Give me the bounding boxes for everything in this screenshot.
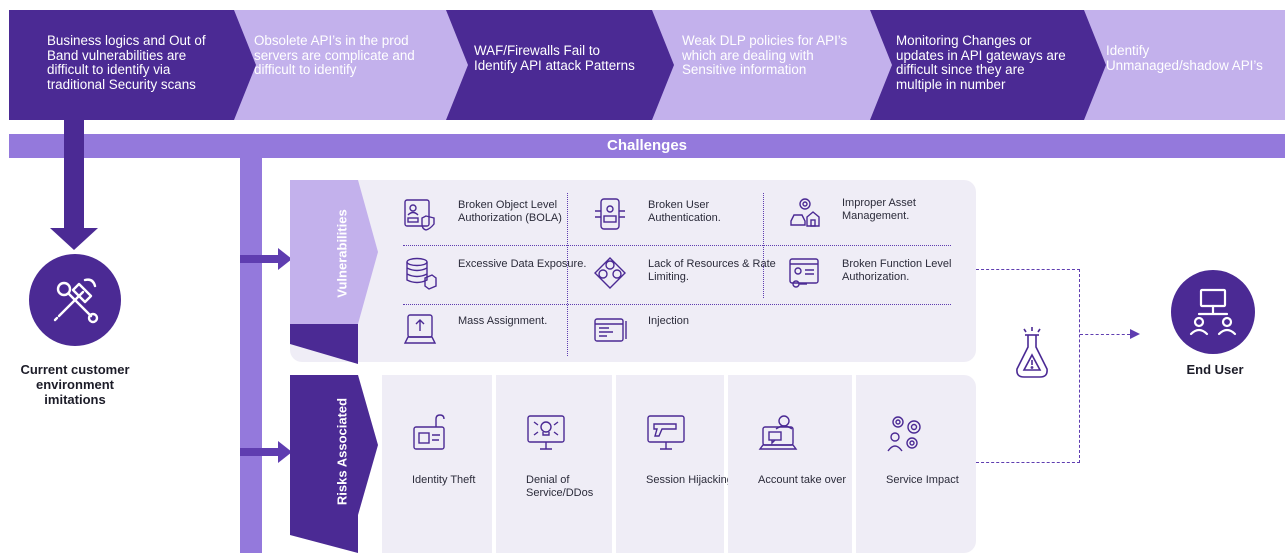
vulnerability-asset-management: Improper Asset Management. (787, 195, 977, 245)
vulnerability-user-auth: Broken User Authentication. (593, 197, 783, 247)
challenge-text-1: Business logics and Out of Band vulnerab… (47, 33, 206, 92)
down-arrow-head (50, 228, 98, 250)
code-window-icon (594, 318, 627, 342)
grid-line-v1 (567, 193, 568, 356)
challenge-text-6: Identify Unmanaged/shadow API’s (1106, 43, 1263, 73)
risk-account-takeover: Account take over (728, 375, 852, 553)
dashed-connector-out (1080, 334, 1130, 335)
vulnerability-mass-assignment: Mass Assignment. (403, 313, 593, 363)
vulnerabilities-title: Vulnerabilities (334, 209, 350, 298)
gear-car-house-icon (790, 198, 820, 227)
challenge-text-4: Weak DLP policies for API’s which are de… (682, 33, 848, 77)
vulnerability-rate-limiting: Lack of Resources & Rate Limiting. (593, 256, 783, 306)
grid-line-h1 (403, 245, 951, 246)
id-badge-hook-icon (413, 414, 445, 450)
arrow-to-vulnerabilities (240, 255, 278, 263)
vulnerabilities-ribbon (290, 180, 378, 364)
challenge-box-6: Identify Unmanaged/shadow API’s (1084, 10, 1285, 120)
end-user-label: End User (1186, 362, 1244, 377)
dashed-connector-bottom (976, 462, 1080, 463)
customer-environment-node (29, 254, 121, 346)
resources-money-icon (594, 257, 626, 289)
dashed-connector-vertical (1079, 269, 1080, 463)
monitor-gun-icon (647, 415, 685, 450)
vulnerability-injection: Injection (593, 313, 783, 363)
challenge-box-1: Business logics and Out of Band vulnerab… (9, 10, 256, 120)
arrow-head-risks (278, 441, 292, 463)
gears-user-icon (887, 416, 921, 452)
network-users-icon (1189, 288, 1237, 336)
vulnerability-function-auth: Broken Function Level Authorization. (787, 256, 977, 306)
grid-line-v2 (763, 193, 764, 298)
database-box-icon (406, 257, 437, 290)
browser-key-icon (789, 258, 819, 288)
vulnerability-data-exposure: Excessive Data Exposure. (403, 256, 593, 306)
grid-line-h2 (403, 304, 951, 305)
challenges-bar: Challenges (9, 134, 1285, 158)
challenge-box-5: Monitoring Changes or updates in API gat… (870, 10, 1106, 120)
laptop-hacker-icon (758, 415, 798, 450)
flask-warning-icon (1016, 327, 1048, 378)
challenge-text-3: WAF/Firewalls Fail to Identify API attac… (474, 43, 635, 73)
vulnerability-bola: Broken Object Level Authorization (BOLA) (403, 197, 593, 247)
risk-label: Identity Theft (412, 474, 476, 486)
vulnerability-label: Broken User Authentication. (648, 199, 721, 224)
risk-label: Session Hijacking (646, 474, 733, 486)
risks-ribbon (290, 375, 378, 553)
vulnerability-label: Injection (648, 315, 689, 327)
vulnerability-label: Broken Function Level Authorization. (842, 258, 952, 283)
dashed-connector-top (976, 269, 1080, 270)
challenge-box-4: Weak DLP policies for API’s which are de… (652, 10, 892, 120)
id-card-shield-icon (404, 199, 435, 231)
risk-label: Account take over (758, 474, 847, 486)
challenge-text-2: Obsolete API’s in the prod servers are c… (254, 33, 415, 77)
vulnerability-label: Excessive Data Exposure. (458, 258, 587, 270)
arrow-to-risks (240, 448, 278, 456)
vulnerability-label: Lack of Resources & Rate Limiting. (648, 258, 776, 283)
hammer-wrench-icon (53, 278, 99, 324)
risk-identity-theft: Identity Theft (382, 375, 492, 553)
dashed-arrow-head (1130, 329, 1140, 339)
challenge-text-5: Monitoring Changes or updates in API gat… (896, 33, 1066, 92)
challenge-box-3: WAF/Firewalls Fail to Identify API attac… (446, 10, 674, 120)
vulnerability-label: Broken Object Level Authorization (BOLA) (458, 199, 562, 224)
end-user-node (1171, 270, 1255, 354)
risk-ddos: Denial of Service/DDos (496, 375, 612, 553)
risk-session-hijacking: Session Hijacking (616, 375, 733, 553)
risk-service-impact: Service Impact (856, 375, 976, 553)
challenge-box-2: Obsolete API’s in the prod servers are c… (234, 10, 468, 120)
vulnerability-label: Improper Asset Management. (842, 197, 916, 222)
risk-label: Service Impact (886, 474, 959, 486)
monitor-skull-icon (527, 415, 565, 450)
risks-title: Risks Associated (334, 397, 350, 506)
laptop-upload-icon (403, 314, 437, 344)
risk-label: Denial of Service/DDos (526, 474, 594, 499)
vulnerability-label: Mass Assignment. (458, 315, 548, 327)
customer-environment-label: Current customer environment imitations (20, 362, 130, 407)
arrow-head-vulnerabilities (278, 248, 292, 270)
flow-line (240, 158, 262, 553)
down-arrow-shaft (64, 120, 84, 230)
phone-user-icon (595, 198, 625, 230)
